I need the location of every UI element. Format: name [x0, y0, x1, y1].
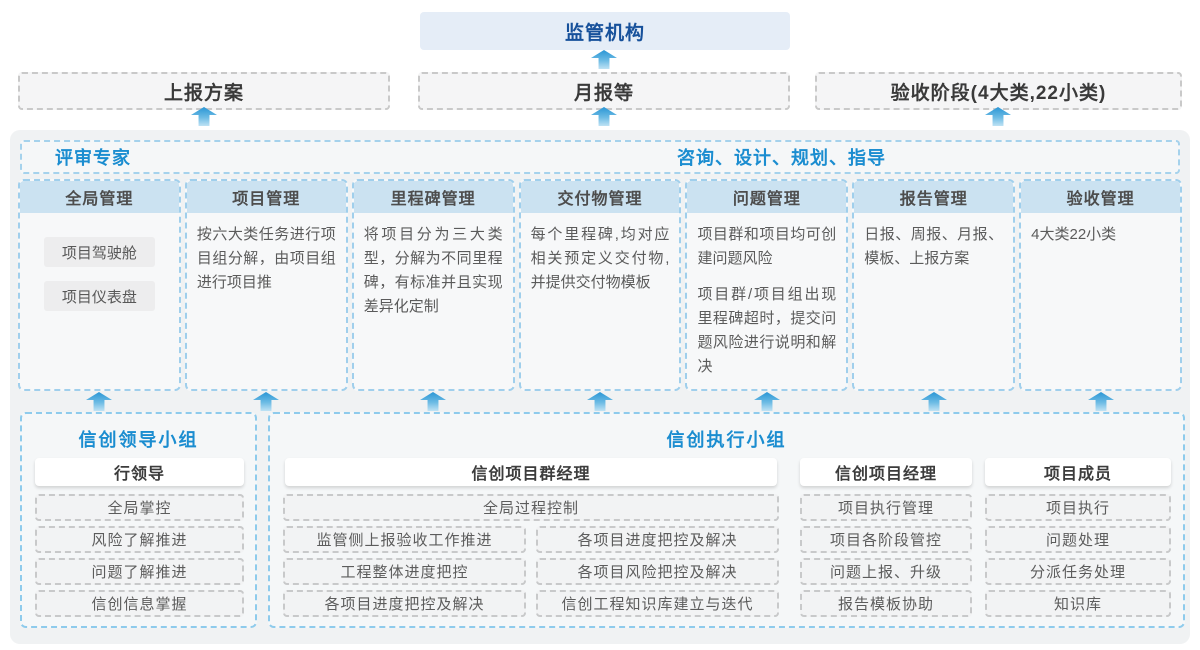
duty-item: 分派任务处理 — [985, 558, 1171, 585]
role-project-member: 项目成员 — [985, 458, 1171, 486]
column-title: 交付物管理 — [520, 181, 680, 213]
tag-project-cockpit: 项目驾驶舱 — [44, 237, 155, 267]
platform-panel: 评审专家 咨询、设计、规划、指导 全局管理 项目驾驶舱 项目仪表盘 项目管理 按… — [10, 130, 1190, 644]
duty-item: 问题处理 — [985, 526, 1171, 553]
column-body: 日报、周报、月报、模板、上报方案 — [854, 213, 1013, 271]
column-body: 每个里程碑,均对应相关预定义交付物,并提供交付物模板 — [521, 213, 680, 295]
column-title: 里程碑管理 — [353, 181, 513, 213]
column-paragraph: 4大类22小类 — [1031, 226, 1117, 243]
column-title: 全局管理 — [20, 181, 179, 213]
column-global-management: 全局管理 项目驾驶舱 项目仪表盘 — [18, 179, 181, 391]
duty-item: 信创工程知识库建立与迭代 — [536, 590, 779, 617]
column-issue-management: 问题管理 项目群和项目均可创建问题风险 项目群/项目组出现里程碑超时，提交问题风… — [685, 179, 849, 391]
execution-group: 信创执行小组 信创项目群经理 全局过程控制 监管侧上报验收工作推进 工程整体进度… — [268, 412, 1185, 628]
column-paragraph: 项目群/项目组出现里程碑超时，提交问题风险进行说明和解决 — [697, 286, 837, 375]
report-box-plan: 上报方案 — [18, 72, 390, 110]
column-body: 4大类22小类 — [1021, 213, 1180, 247]
duty-item: 监管侧上报验收工作推进 — [283, 526, 526, 553]
duty-item: 知识库 — [985, 590, 1171, 617]
column-milestone-management: 里程碑管理 将项目分为三大类型，分解为不同里程碑，有标准并且实现差异化定制 — [351, 179, 515, 391]
report-box-acceptance: 验收阶段(4大类,22小类) — [815, 72, 1182, 110]
column-title: 报告管理 — [854, 181, 1014, 213]
duty-item: 项目执行 — [985, 494, 1171, 521]
consult-title: 咨询、设计、规划、指导 — [677, 148, 886, 168]
duty-item: 各项目风险把控及解决 — [536, 558, 779, 585]
expert-title: 评审专家 — [55, 148, 131, 168]
duty-item: 信创信息掌握 — [35, 590, 244, 617]
regulator-box: 监管机构 — [420, 12, 790, 50]
column-paragraph: 按六大类任务进行项目组分解，由项目组进行项目推 — [196, 226, 336, 291]
execution-group-title: 信创执行小组 — [666, 430, 787, 450]
report-box-label: 验收阶段(4大类,22小类) — [890, 82, 1107, 104]
arrow-up-icon — [591, 50, 617, 69]
column-paragraph: 日报、周报、月报、模板、上报方案 — [864, 226, 1004, 267]
column-title: 问题管理 — [687, 181, 847, 213]
duty-item: 项目执行管理 — [800, 494, 972, 521]
role-bank-leader: 行领导 — [35, 458, 244, 486]
role-project-manager: 信创项目经理 — [800, 458, 972, 486]
tag-project-dashboard: 项目仪表盘 — [44, 281, 155, 311]
leader-group: 信创领导小组 行领导 全局掌控 风险了解推进 问题了解推进 信创信息掌握 — [20, 412, 257, 628]
duty-item: 各项目进度把控及解决 — [283, 590, 526, 617]
column-title: 验收管理 — [1021, 181, 1181, 213]
duty-item: 全局掌控 — [35, 494, 244, 521]
duty-item: 工程整体进度把控 — [283, 558, 526, 585]
duty-item: 各项目进度把控及解决 — [536, 526, 779, 553]
duty-item: 项目各阶段管控 — [800, 526, 972, 553]
column-body: 按六大类任务进行项目组分解，由项目组进行项目推 — [187, 213, 346, 295]
column-title: 项目管理 — [186, 181, 346, 213]
column-body: 将项目分为三大类型，分解为不同里程碑，有标准并且实现差异化定制 — [354, 213, 513, 319]
duty-item: 报告模板协助 — [800, 590, 972, 617]
column-paragraph: 每个里程碑,均对应相关预定义交付物,并提供交付物模板 — [530, 226, 670, 291]
role-program-manager: 信创项目群经理 — [285, 458, 777, 486]
column-project-management: 项目管理 按六大类任务进行项目组分解，由项目组进行项目推 — [184, 179, 348, 391]
report-box-monthly: 月报等 — [418, 72, 790, 110]
column-deliverable-management: 交付物管理 每个里程碑,均对应相关预定义交付物,并提供交付物模板 — [518, 179, 682, 391]
report-box-label: 上报方案 — [163, 82, 244, 104]
column-acceptance-management: 验收管理 4大类22小类 — [1019, 179, 1183, 391]
duty-item: 全局过程控制 — [283, 494, 779, 521]
advisor-strip: 评审专家 咨询、设计、规划、指导 — [20, 140, 1180, 174]
column-body: 项目群和项目均可创建问题风险 项目群/项目组出现里程碑超时，提交问题风险进行说明… — [687, 213, 846, 379]
column-paragraph: 项目群和项目均可创建问题风险 — [697, 226, 837, 267]
column-body: 项目驾驶舱 项目仪表盘 — [20, 213, 179, 311]
duty-item: 问题上报、升级 — [800, 558, 972, 585]
column-paragraph: 将项目分为三大类型，分解为不同里程碑，有标准并且实现差异化定制 — [363, 226, 503, 315]
module-columns: 全局管理 项目驾驶舱 项目仪表盘 项目管理 按六大类任务进行项目组分解，由项目组… — [18, 179, 1183, 391]
duty-item: 问题了解推进 — [35, 558, 244, 585]
duty-item: 风险了解推进 — [35, 526, 244, 553]
regulator-label: 监管机构 — [564, 22, 645, 44]
column-report-management: 报告管理 日报、周报、月报、模板、上报方案 — [852, 179, 1016, 391]
leader-group-title: 信创领导小组 — [78, 430, 199, 450]
report-box-label: 月报等 — [573, 82, 634, 104]
